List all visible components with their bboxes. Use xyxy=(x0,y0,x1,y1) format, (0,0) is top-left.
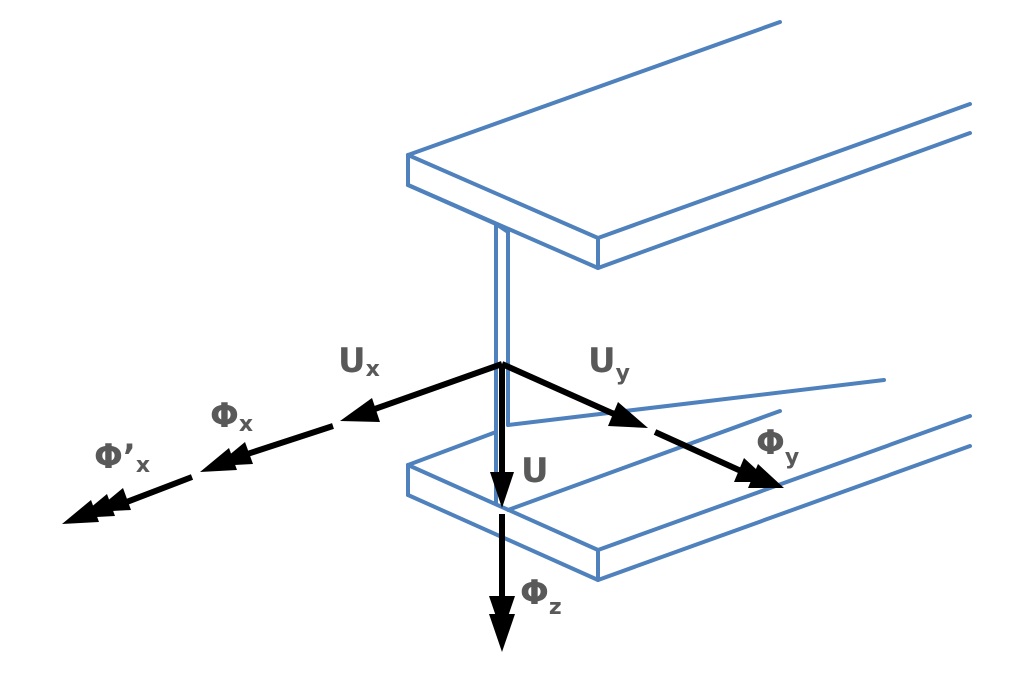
ux-arrowhead xyxy=(340,398,380,422)
label-phiz: Φz xyxy=(520,573,562,620)
label-phipx: Φ’x xyxy=(94,437,150,478)
uy-arrow-shaft xyxy=(500,361,616,417)
label-uz: U xyxy=(521,451,549,491)
top-flange-back-edge xyxy=(406,20,782,157)
web-flange-junction xyxy=(506,409,782,512)
bottom-flange-top-front-edge xyxy=(406,414,972,552)
bottom-flange-top-left xyxy=(406,430,498,467)
top-flange-front-bottom-edge xyxy=(406,131,972,270)
top-flange-underside-left xyxy=(406,183,498,226)
label-phiy: Φy xyxy=(756,423,799,470)
i-beam xyxy=(406,20,972,582)
phiz-arrowhead-2 xyxy=(489,596,515,634)
dof-labels: Ux Φx Φ’x Uy Φy U Φz xyxy=(94,341,799,620)
top-flange xyxy=(406,20,972,270)
bottom-flange xyxy=(406,378,972,582)
uy-arrowhead xyxy=(608,402,648,428)
dof-arrows xyxy=(62,361,784,652)
phix-arrowhead-2 xyxy=(216,442,253,466)
phiy-arrow-shaft xyxy=(653,429,754,479)
label-phix: Φx xyxy=(210,396,253,437)
bottom-flange-bottom-edge xyxy=(406,444,972,582)
phipx-arrowhead-3 xyxy=(94,488,131,512)
ux-arrow-shaft xyxy=(370,361,504,413)
phipx-arrowhead-1 xyxy=(62,500,99,524)
label-uy: Uy xyxy=(588,341,630,386)
label-ux: Ux xyxy=(338,341,380,382)
uz-arrowhead xyxy=(490,472,514,508)
bottom-flange-back-edge xyxy=(506,378,886,427)
phiy-arrowhead-2 xyxy=(734,458,770,482)
web-top-cap xyxy=(494,222,510,234)
phix-arrowhead-1 xyxy=(200,448,237,472)
phipx-arrowhead-2 xyxy=(78,494,115,518)
